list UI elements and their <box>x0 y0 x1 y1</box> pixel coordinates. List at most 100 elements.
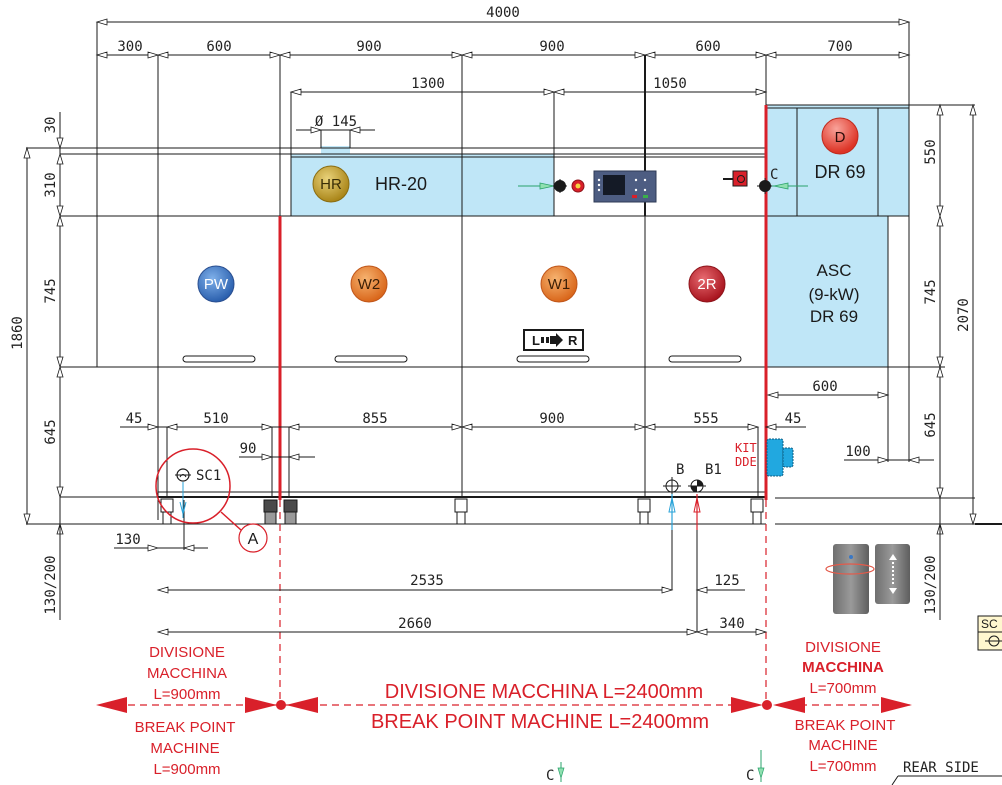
dim-left-130-200: 130/200 <box>43 555 59 614</box>
inlet-b: B <box>663 462 684 530</box>
dim-1050: 1050 <box>653 76 687 92</box>
svg-text:MACCHINA: MACCHINA <box>802 659 884 676</box>
dim-overall-width: 4000 <box>486 5 520 21</box>
bottom-dimensions: 45 510 855 900 555 90 130 2535 125 2660 … <box>114 411 768 636</box>
adjustable-foot-image <box>825 544 910 614</box>
main-switch-icon <box>723 170 748 187</box>
sc-legend: SC <box>977 615 1002 651</box>
svg-text:MACCHINA: MACCHINA <box>147 665 227 682</box>
svg-text:SC1: SC1 <box>196 468 221 484</box>
dim-right-600: 600 <box>812 379 837 395</box>
dim-bottom-2660: 2660 <box>398 616 432 632</box>
dim-diameter: Ø 145 <box>315 114 357 130</box>
section-mark-c-right: C <box>746 750 765 784</box>
asc-module <box>766 216 888 367</box>
svg-text:DIVISIONE MACCHINA L=2400mm: DIVISIONE MACCHINA L=2400mm <box>385 681 703 703</box>
top-dimensions: 4000 300 600 900 900 600 700 1300 1050 Ø… <box>95 5 911 148</box>
dim-bottom-90: 90 <box>240 441 257 457</box>
svg-text:REAR SIDE: REAR SIDE <box>903 760 979 776</box>
svg-text:L: L <box>532 333 540 348</box>
dim-left-1860: 1860 <box>10 316 26 350</box>
dim-left-310: 310 <box>43 172 59 197</box>
svg-text:BREAK POINT: BREAK POINT <box>135 719 236 736</box>
svg-text:DIVISIONE: DIVISIONE <box>149 644 225 661</box>
svg-text:C: C <box>770 167 778 183</box>
r2-badge: 2R <box>688 265 726 303</box>
kit-dde-unit <box>766 438 794 477</box>
machine-legs <box>160 498 764 525</box>
hr-vent <box>321 146 350 154</box>
dde-label: DDE <box>735 455 757 469</box>
dim-right-45: 45 <box>785 411 802 427</box>
inlet-connector-left <box>518 179 567 193</box>
svg-text:L=900mm: L=900mm <box>153 686 220 703</box>
break-point-right-label: DIVISIONE MACCHINA L=700mm BREAK POINT M… <box>795 639 896 775</box>
detail-a-circle <box>155 448 231 524</box>
dim-left-645: 645 <box>43 419 59 444</box>
dim-right-130-200: 130/200 <box>923 555 939 614</box>
svg-text:MACHINE: MACHINE <box>808 737 877 754</box>
svg-text:C: C <box>546 768 554 784</box>
arrow-right-icon <box>541 333 563 347</box>
svg-text:HR: HR <box>320 176 342 193</box>
svg-text:R: R <box>568 333 578 348</box>
w1-badge: W1 <box>540 265 578 303</box>
d-badge: D <box>821 117 859 155</box>
emergency-stop-icon <box>571 179 585 193</box>
break-point-left-label: DIVISIONE MACCHINA L=900mm BREAK POINT M… <box>135 644 236 778</box>
pw-badge: PW <box>197 265 235 303</box>
svg-text:2R: 2R <box>697 276 716 293</box>
dim-right-745: 745 <box>923 279 939 304</box>
asc-label-2: (9-kW) <box>809 285 860 304</box>
control-panel[interactable] <box>593 170 657 203</box>
dim-left-30: 30 <box>43 117 59 134</box>
dim-bottom-2535: 2535 <box>410 573 444 589</box>
right-dimensions: 550 745 645 2070 130/200 600 100 45 <box>764 103 977 620</box>
break-point-center-label: DIVISIONE MACCHINA L=2400mm BREAK POINT … <box>371 681 709 733</box>
inlet-b1: B1 <box>688 462 722 530</box>
inlet-connector-c: C <box>757 167 808 194</box>
left-dimensions: 30 310 745 645 1860 130/200 <box>10 112 64 620</box>
break-point-arrows <box>96 697 912 713</box>
svg-text:L=700mm: L=700mm <box>809 680 876 697</box>
svg-text:BREAK POINT MACHINE L=2400mm: BREAK POINT MACHINE L=2400mm <box>371 711 709 733</box>
dim-bottom-340: 340 <box>719 616 744 632</box>
dim-bottom-45: 45 <box>126 411 143 427</box>
detail-a-label[interactable]: A <box>238 523 268 553</box>
sc1-connection: SC1 <box>175 468 221 518</box>
dim-right-2070: 2070 <box>956 298 972 332</box>
rear-side-label: REAR SIDE <box>891 760 1002 785</box>
dim-bottom-125: 125 <box>714 573 739 589</box>
dim-bottom-900: 900 <box>539 411 564 427</box>
svg-text:MACHINE: MACHINE <box>150 740 219 757</box>
section-mark-c-left: C <box>546 762 565 784</box>
break-point-legs <box>263 499 298 525</box>
svg-text:PW: PW <box>204 276 229 293</box>
dim-seg-6: 700 <box>827 39 852 55</box>
kit-label: KIT <box>735 441 757 455</box>
door-handles <box>182 355 742 363</box>
hr-label: HR-20 <box>375 174 427 194</box>
dim-bottom-855: 855 <box>362 411 387 427</box>
svg-text:C: C <box>746 768 754 784</box>
dim-right-550: 550 <box>923 139 939 164</box>
svg-text:W2: W2 <box>358 276 381 293</box>
svg-text:SC: SC <box>981 617 998 631</box>
asc-label-1: ASC <box>817 261 852 280</box>
svg-text:B: B <box>676 462 684 478</box>
dim-right-645: 645 <box>923 412 939 437</box>
svg-text:B1: B1 <box>705 462 722 478</box>
w2-badge: W2 <box>350 265 388 303</box>
svg-text:L=900mm: L=900mm <box>153 761 220 778</box>
svg-text:D: D <box>835 129 846 146</box>
svg-text:DIVISIONE: DIVISIONE <box>805 639 881 656</box>
dim-bottom-130: 130 <box>115 532 140 548</box>
svg-text:BREAK POINT: BREAK POINT <box>795 717 896 734</box>
dim-right-100: 100 <box>845 444 870 460</box>
dim-seg-3: 900 <box>356 39 381 55</box>
dim-seg-4: 900 <box>539 39 564 55</box>
direction-indicator: L R <box>523 329 584 351</box>
dryer-label: DR 69 <box>814 162 865 182</box>
dim-bottom-555: 555 <box>693 411 718 427</box>
